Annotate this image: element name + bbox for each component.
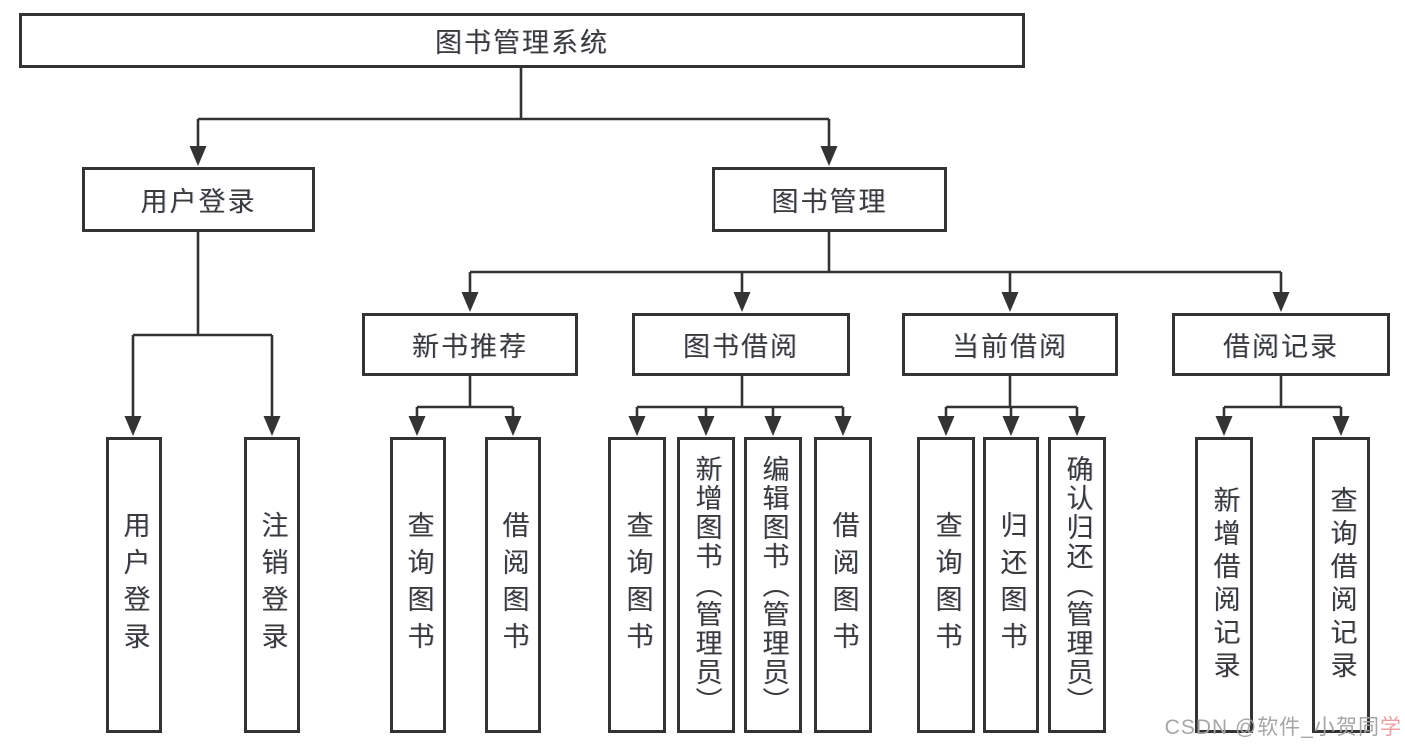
node-current-borrowing: 当前借阅 [902, 313, 1118, 376]
leaf-query-borrow-record-label: 查询借阅记录 [1326, 486, 1357, 684]
node-user-login-label: 用户登录 [140, 187, 257, 217]
leaf-user-login-label: 用户登录 [119, 511, 150, 659]
node-book-borrowing: 图书借阅 [632, 313, 850, 376]
leaf-return-books-label: 归还图书 [996, 511, 1027, 659]
leaf-edit-books-admin: 编辑图书（管理员） [744, 437, 802, 733]
leaf-borrow-books: 借阅图书 [814, 437, 872, 733]
leaf-add-books-admin: 新增图书（管理员） [677, 437, 735, 733]
csdn-watermark: CSDN @软件_小贺同学 [1165, 711, 1402, 741]
leaf-add-borrow-record-label: 新增借阅记录 [1209, 486, 1240, 684]
node-book-borrowing-label: 图书借阅 [683, 332, 799, 362]
leaf-query-books-borrowing-label: 查询图书 [622, 511, 653, 659]
leaf-add-borrow-record: 新增借阅记录 [1195, 437, 1253, 733]
leaf-query-books-recommend-label: 查询图书 [403, 511, 434, 659]
node-borrowing-records-label: 借阅记录 [1223, 332, 1339, 362]
leaf-confirm-return-admin: 确认归还（管理员） [1048, 437, 1106, 733]
leaf-add-books-admin-label: 新增图书（管理员） [691, 454, 722, 716]
node-library-system: 图书管理系统 [19, 13, 1025, 68]
leaf-query-books-current: 查询图书 [917, 437, 975, 733]
leaf-borrow-books-recommend-label: 借阅图书 [498, 511, 529, 659]
leaf-query-books-current-label: 查询图书 [931, 511, 962, 659]
node-library-system-label: 图书管理系统 [435, 28, 609, 58]
leaf-borrow-books-label: 借阅图书 [828, 511, 859, 659]
csdn-watermark-text: CSDN @软件_小贺同 [1164, 716, 1380, 739]
leaf-query-books-borrowing: 查询图书 [608, 437, 666, 733]
node-book-management-label: 图书管理 [771, 187, 888, 217]
leaf-borrow-books-recommend: 借阅图书 [485, 437, 541, 733]
node-user-login: 用户登录 [82, 167, 315, 232]
leaf-edit-books-admin-label: 编辑图书（管理员） [758, 454, 789, 716]
leaf-query-borrow-record: 查询借阅记录 [1312, 437, 1370, 733]
leaf-user-login: 用户登录 [106, 437, 162, 733]
leaf-confirm-return-admin-label: 确认归还（管理员） [1062, 454, 1093, 716]
leaf-return-books: 归还图书 [983, 437, 1039, 733]
node-new-book-recommend: 新书推荐 [362, 313, 578, 376]
node-current-borrowing-label: 当前借阅 [952, 332, 1068, 362]
leaf-logout: 注销登录 [244, 437, 300, 733]
node-book-management: 图书管理 [712, 167, 947, 232]
leaf-query-books-recommend: 查询图书 [390, 437, 446, 733]
arrowheads [124, 146, 1350, 436]
csdn-watermark-accent: 学 [1380, 716, 1402, 739]
node-borrowing-records: 借阅记录 [1172, 313, 1390, 376]
node-new-book-recommend-label: 新书推荐 [412, 332, 528, 362]
leaf-logout-label: 注销登录 [257, 511, 288, 659]
